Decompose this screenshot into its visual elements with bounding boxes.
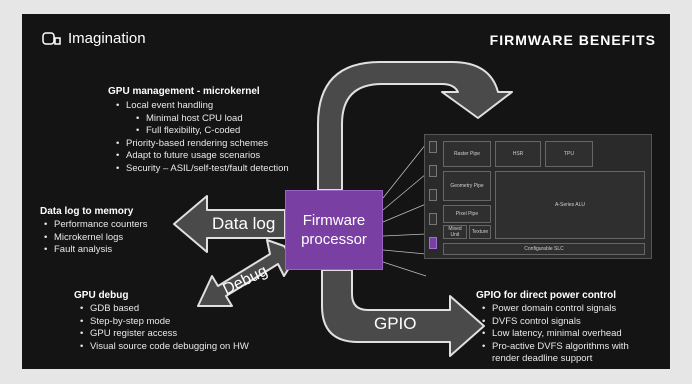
slc-block: Configurable SLC (443, 243, 645, 255)
list-item: Pro-active DVFS algorithms with (482, 341, 629, 354)
tpu-block: TPU (545, 141, 593, 167)
alu-block: A-Series ALU (495, 171, 645, 239)
gpio-title: GPIO for direct power control (476, 290, 617, 301)
list-item: Adapt to future usage scenarios (116, 150, 289, 163)
texture-block: Texture (469, 225, 491, 239)
data-log-title: Data log to memory (40, 206, 134, 217)
list-item: GPU register access (80, 328, 249, 341)
logo-text: Imagination (68, 30, 146, 47)
page-title: FIRMWARE BENEFITS (489, 32, 656, 48)
data-log-arrow-label: Data log (212, 214, 276, 233)
gpio-list: Power domain control signals DVFS contro… (482, 303, 629, 366)
hsr-block: HSR (495, 141, 541, 167)
list-item: Minimal host CPU load (116, 113, 289, 126)
gpio-arrow (321, 269, 485, 357)
gpio-arrow-label: GPIO (374, 314, 417, 333)
list-item: Power domain control signals (482, 303, 629, 316)
chip-pin (429, 213, 437, 225)
list-item: render deadline support (492, 353, 593, 364)
chip-pin-highlighted (429, 237, 437, 249)
slide: Imagination FIRMWARE BENEFITS GPU manage… (22, 14, 670, 369)
logo: Imagination (42, 30, 146, 47)
arrows-graphic (173, 61, 513, 357)
firmware-processor-box: Firmware processor (285, 190, 383, 270)
list-item: Microkernel logs (44, 232, 147, 245)
list-item: Local event handling (116, 100, 289, 113)
geometry-pipe-block: Geometry Pipe (443, 171, 491, 201)
list-item: GDB based (80, 303, 249, 316)
list-item: Performance counters (44, 219, 147, 232)
list-item: Fault analysis (44, 244, 147, 257)
pixel-pipe-block: Pixel Pipe (443, 205, 491, 223)
gpu-debug-title: GPU debug (74, 290, 129, 301)
list-item: Low latency, minimal overhead (482, 328, 629, 341)
data-log-list: Performance counters Microkernel logs Fa… (44, 219, 147, 257)
list-item: Visual source code debugging on HW (80, 341, 249, 354)
chip-pin (429, 141, 437, 153)
imagination-logo-icon (42, 31, 61, 45)
list-item: Full flexibility, C-coded (116, 125, 289, 138)
chip-pin (429, 165, 437, 177)
processor-label: processor (301, 231, 367, 248)
chip-pin (429, 189, 437, 201)
list-item: Step-by-step mode (80, 316, 249, 329)
gpu-management-title: GPU management - microkernel (108, 86, 260, 97)
firmware-label: Firmware (302, 212, 366, 229)
mixed-unit-block: Mixed Unit (443, 225, 467, 239)
data-log-arrow (173, 195, 286, 253)
gpu-debug-list: GDB based Step-by-step mode GPU register… (80, 303, 249, 353)
list-item: Security – ASIL/self-test/fault detectio… (116, 163, 289, 176)
loop-arrow (317, 61, 513, 191)
gpu-chip-diagram: Raster Pipe HSR TPU Geometry Pipe Pixel … (424, 134, 652, 259)
raster-pipe-block: Raster Pipe (443, 141, 491, 167)
list-item: Priority-based rendering schemes (116, 138, 289, 151)
gpu-management-list: Local event handling Minimal host CPU lo… (116, 100, 289, 175)
list-item: DVFS control signals (482, 316, 629, 329)
